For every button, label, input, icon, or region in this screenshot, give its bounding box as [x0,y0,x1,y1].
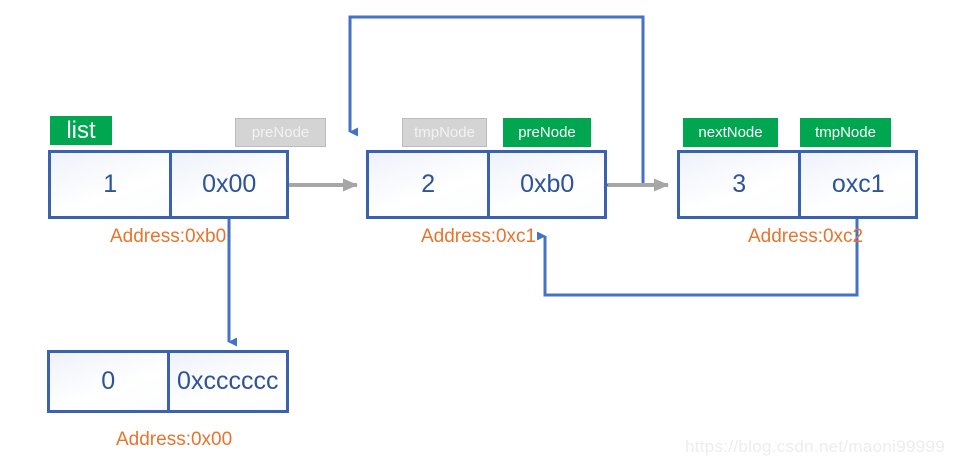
tag-tmpnode-node2-label: tmpNode [414,124,475,141]
node-1-address-label: Address:0xb0 [110,226,227,247]
node-4[interactable]: 0 0xcccccc [47,350,289,413]
node-1-value: 1 [103,170,118,198]
tag-tmpnode-node2[interactable]: tmpNode [402,118,487,147]
node-3-pointer-cell: oxc1 [798,153,915,216]
tag-tmpnode-node3-label: tmpNode [815,124,876,141]
node-4-address-label: Address:0x00 [116,429,233,450]
node-4-value-cell: 0 [50,353,167,410]
node-3-value-cell: 3 [680,153,799,216]
arrow-node3-to-node2 [537,219,859,297]
tag-prenode-node2[interactable]: preNode [503,118,591,147]
node-2[interactable]: 2 0xb0 [366,150,607,219]
node-3-pointer: oxc1 [831,170,885,198]
tag-list-label: list [66,116,96,144]
tag-prenode-node1-label: preNode [251,124,310,141]
tag-list[interactable]: list [50,116,112,145]
node-2-pointer: 0xb0 [520,170,575,198]
tag-tmpnode-node3[interactable]: tmpNode [800,118,891,147]
node-1[interactable]: 1 0x00 [48,150,289,219]
tag-prenode-node2-label: preNode [518,124,576,141]
tag-prenode-node1[interactable]: preNode [235,118,326,147]
node-1-pointer-cell: 0x00 [169,153,286,216]
watermark: https://blog.csdn.net/maoni99999 [684,437,945,456]
node-2-value-cell: 2 [369,153,488,216]
node-3-address-label: Address:0xc2 [748,226,864,247]
node-2-pointer-cell: 0xb0 [487,153,604,216]
node-1-value-cell: 1 [51,153,170,216]
node-4-pointer: 0xcccccc [177,367,279,395]
node-3[interactable]: 3 oxc1 [677,150,918,219]
node-1-pointer: 0x00 [202,170,257,198]
tag-nextnode-node3-label: nextNode [698,124,763,141]
node-2-value: 2 [421,170,436,198]
node-4-value: 0 [101,367,116,395]
node-2-address-label: Address:0xc1 [421,226,537,247]
node-4-pointer-cell: 0xcccccc [166,353,286,410]
node-3-value: 3 [732,170,747,198]
tag-nextnode-node3[interactable]: nextNode [683,118,778,147]
